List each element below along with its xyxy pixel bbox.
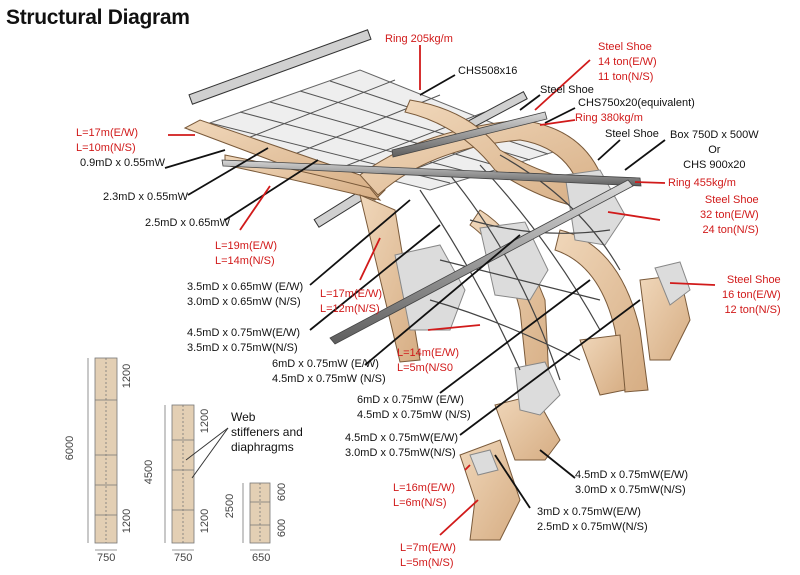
section-45-30b-label: 4.5mD x 0.75mW(E/W)3.0mD x 0.75mW(N/S)	[575, 469, 689, 496]
ring-455-label: Ring 455kg/m	[668, 177, 736, 189]
section-35-30-label: 3.5mD x 0.65mW (E/W)3.0mD x 0.65mW (N/S)	[187, 281, 304, 308]
section-09x055-label: 0.9mD x 0.55mW	[80, 157, 165, 169]
section-6-45-label: 6mD x 0.75mW (E/W)4.5mD x 0.75mW (N/S)	[272, 358, 386, 385]
section-b-bottom: 1200	[199, 508, 212, 534]
length-7-5-label: L=7m(E/W)L=5m(N/S)	[400, 542, 456, 569]
section-a-height: 6000	[64, 435, 77, 461]
section-diagrams	[87, 357, 271, 551]
chs-pipes	[221, 111, 642, 345]
steel-shoe-a-label: Steel Shoe	[540, 84, 594, 96]
web-stiffener-arrows	[185, 427, 229, 479]
length-16-6-label: L=16m(E/W)L=6m(N/S)	[393, 482, 456, 509]
section-c-height: 2500	[224, 493, 237, 519]
leader-lines-red	[168, 45, 716, 536]
length-14-5-label: L=14m(E/W)L=5m(N/S0	[397, 347, 460, 374]
chs508-label: CHS508x16	[458, 65, 518, 77]
section-6-45b-label: 6mD x 0.75mW (E/W)4.5mD x 0.75mW (N/S)	[357, 394, 471, 421]
chs750-label: CHS750x20(equivalent)	[578, 97, 695, 109]
section-b-top: 1200	[199, 408, 212, 434]
section-a-width: 750	[97, 552, 116, 564]
section-45-35-label: 4.5mD x 0.75mW(E/W)3.5mD x 0.75mW(N/S)	[187, 327, 301, 354]
section-a-top: 1200	[121, 363, 134, 389]
section-c-bottom: 600	[276, 518, 289, 538]
section-45-30-label: 4.5mD x 0.75mW(E/W)3.0mD x 0.75mW(N/S)	[345, 432, 459, 459]
section-b-height: 4500	[143, 459, 156, 485]
section-25x065-label: 2.5mD x 0.65mW	[145, 217, 230, 229]
length-17-12-label: L=17m(E/W)L=12m(N/S)	[320, 288, 383, 315]
diagram-title: Structural Diagram	[6, 6, 190, 29]
section-c-width: 650	[252, 552, 271, 564]
section-23x055-label: 2.3mD x 0.55mW	[103, 191, 188, 203]
section-3-25-label: 3mD x 0.75mW(E/W)2.5mD x 0.75mW(N/S)	[537, 506, 648, 533]
ring-380-label: Ring 380kg/m	[575, 112, 643, 124]
section-a-bottom: 1200	[121, 508, 134, 534]
ring-205-label: Ring 205kg/m	[385, 33, 453, 45]
dome-ribs	[419, 154, 621, 381]
timber-arches	[183, 99, 691, 541]
section-b-width: 750	[174, 552, 193, 564]
leader-lines-black	[164, 74, 666, 509]
length-19-14-label: L=19m(E/W)L=14m(N/S)	[215, 240, 278, 267]
section-c-top: 600	[276, 482, 289, 502]
length-17-10-label: L=17m(E/W)L=10m(N/S)	[76, 127, 139, 154]
steel-shoe-b-label: Steel Shoe	[605, 128, 659, 140]
